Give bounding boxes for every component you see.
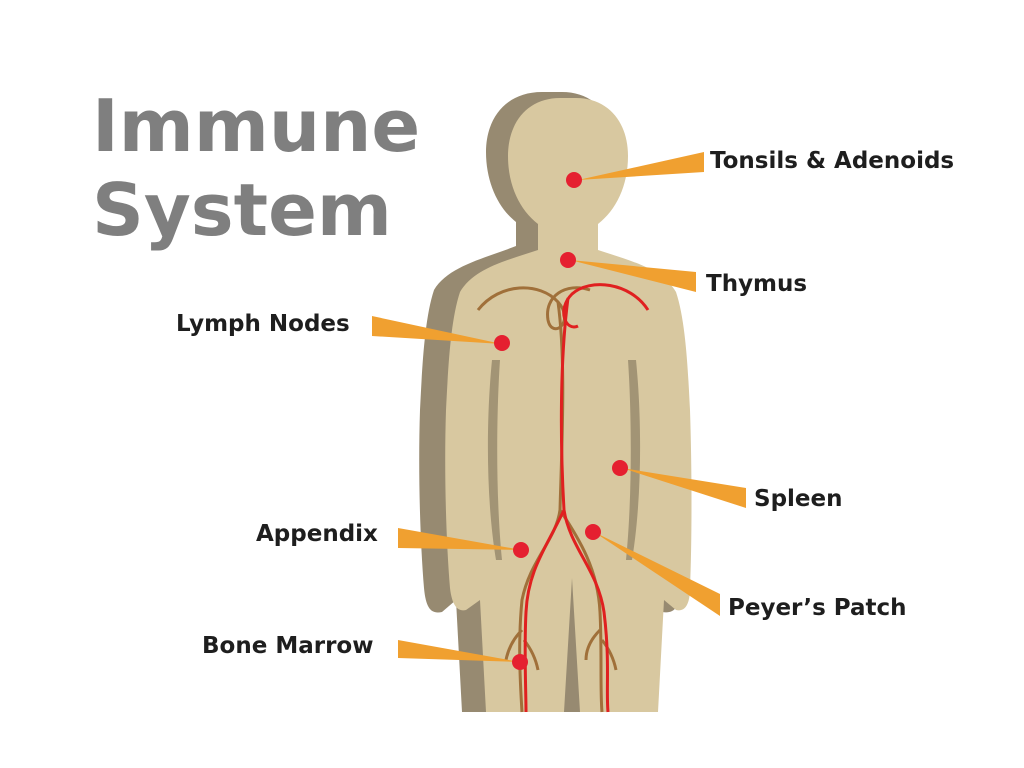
pointer-appendix: [398, 528, 522, 550]
pointers: [372, 152, 746, 662]
title-line-1: Immune: [92, 84, 421, 168]
pointer-thymus: [570, 260, 696, 292]
body-silhouette: [445, 98, 692, 712]
label-peyers-patch: Peyer’s Patch: [728, 595, 907, 621]
pointer-lymph-nodes: [372, 316, 502, 344]
marker-thymus: [560, 252, 576, 268]
marker-bone-marrow: [512, 654, 528, 670]
label-thymus: Thymus: [706, 271, 808, 297]
marker-spleen: [612, 460, 628, 476]
label-spleen: Spleen: [754, 486, 843, 512]
arteries: [523, 283, 650, 713]
pointer-spleen: [622, 468, 746, 508]
label-bone-marrow: Bone Marrow: [202, 633, 374, 659]
marker-lymph-nodes: [494, 335, 510, 351]
marker-peyers-patch: [585, 524, 601, 540]
label-tonsils-adenoids: Tonsils & Adenoids: [710, 148, 955, 174]
label-appendix: Appendix: [256, 521, 378, 547]
title-line-2: System: [92, 168, 392, 252]
pointer-bone-marrow: [398, 640, 520, 662]
markers: [494, 172, 628, 670]
pointer-peyers-patch: [594, 532, 720, 616]
marker-tonsils: [566, 172, 582, 188]
marker-appendix: [513, 542, 529, 558]
pointer-tonsils: [578, 152, 704, 180]
label-lymph-nodes: Lymph Nodes: [176, 311, 350, 337]
